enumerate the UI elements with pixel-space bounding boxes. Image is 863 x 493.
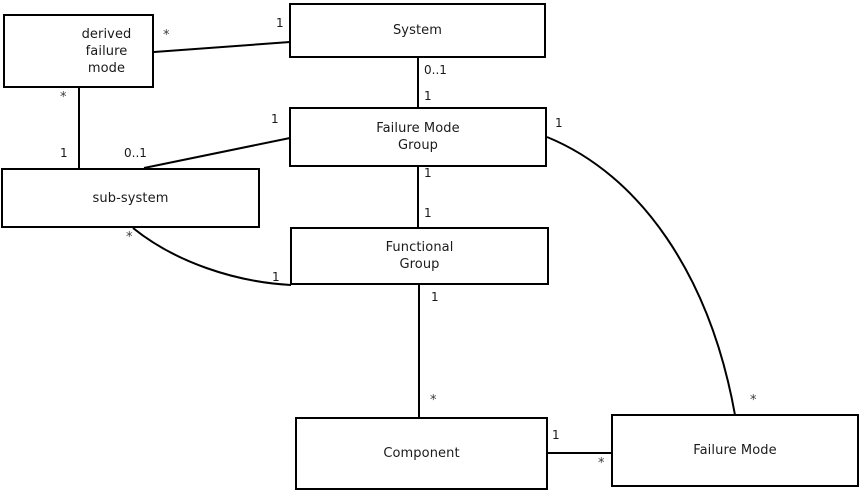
multiplicity-functional-group-to-failure-mode-group: 1 [424, 206, 432, 220]
multiplicity-failure-mode-to-component: * [598, 456, 605, 471]
multiplicity-functional-group-to-component: 1 [431, 290, 439, 304]
class-label-sub-system: sub-system [92, 190, 169, 206]
class-box-derived-failure-mode[interactable]: derived failure mode [3, 14, 154, 88]
class-box-failure-mode-group[interactable]: Failure Mode Group [289, 107, 547, 167]
class-box-failure-mode[interactable]: Failure Mode [611, 414, 859, 487]
multiplicity-sub-system-to-failure-mode-group: 0..1 [124, 146, 147, 160]
multiplicity-component-to-functional-group: * [430, 393, 437, 408]
class-box-functional-group[interactable]: Functional Group [290, 227, 549, 285]
class-label-component: Component [383, 446, 460, 461]
multiplicity-system-to-derived-failure-mode: 1 [276, 16, 284, 30]
class-label-system: System [392, 23, 443, 38]
multiplicity-component-to-failure-mode: 1 [552, 428, 560, 442]
association-derived-failure-mode-system [153, 41, 291, 53]
class-label-failure-mode: Failure Mode [693, 443, 777, 458]
multiplicity-failure-mode-group-to-sub-system: 1 [271, 112, 279, 126]
multiplicity-functional-group-to-sub-system: 1 [272, 270, 280, 284]
multiplicity-failure-mode-group-to-system: 1 [424, 89, 432, 103]
association-sub-system-failure-mode-group [143, 137, 291, 169]
multiplicity-derived-failure-mode-to-sub-system: * [60, 90, 67, 105]
multiplicity-derived-failure-mode-to-system: * [163, 28, 170, 43]
multiplicity-sub-system-to-derived-failure-mode: 1 [60, 146, 68, 160]
multiplicity-system-to-failure-mode-group: 0..1 [424, 63, 447, 77]
class-box-sub-system[interactable]: sub-system [1, 168, 260, 228]
class-box-system[interactable]: System [289, 3, 546, 58]
multiplicity-failure-mode-group-to-functional-group: 1 [424, 166, 432, 180]
multiplicity-sub-system-to-functional-group: * [126, 230, 133, 245]
multiplicity-failure-mode-to-failure-mode-group: * [750, 393, 757, 408]
class-label-derived-failure-mode: derived failure mode [81, 26, 132, 76]
association-failure-mode-group-failure-mode [546, 136, 736, 416]
association-sub-system-functional-group [132, 227, 292, 286]
class-box-component[interactable]: Component [295, 417, 548, 490]
multiplicity-failure-mode-group-to-failure-mode: 1 [555, 116, 563, 130]
class-label-failure-mode-group: Failure Mode Group [376, 121, 460, 153]
class-label-functional-group: Functional Group [385, 240, 454, 272]
